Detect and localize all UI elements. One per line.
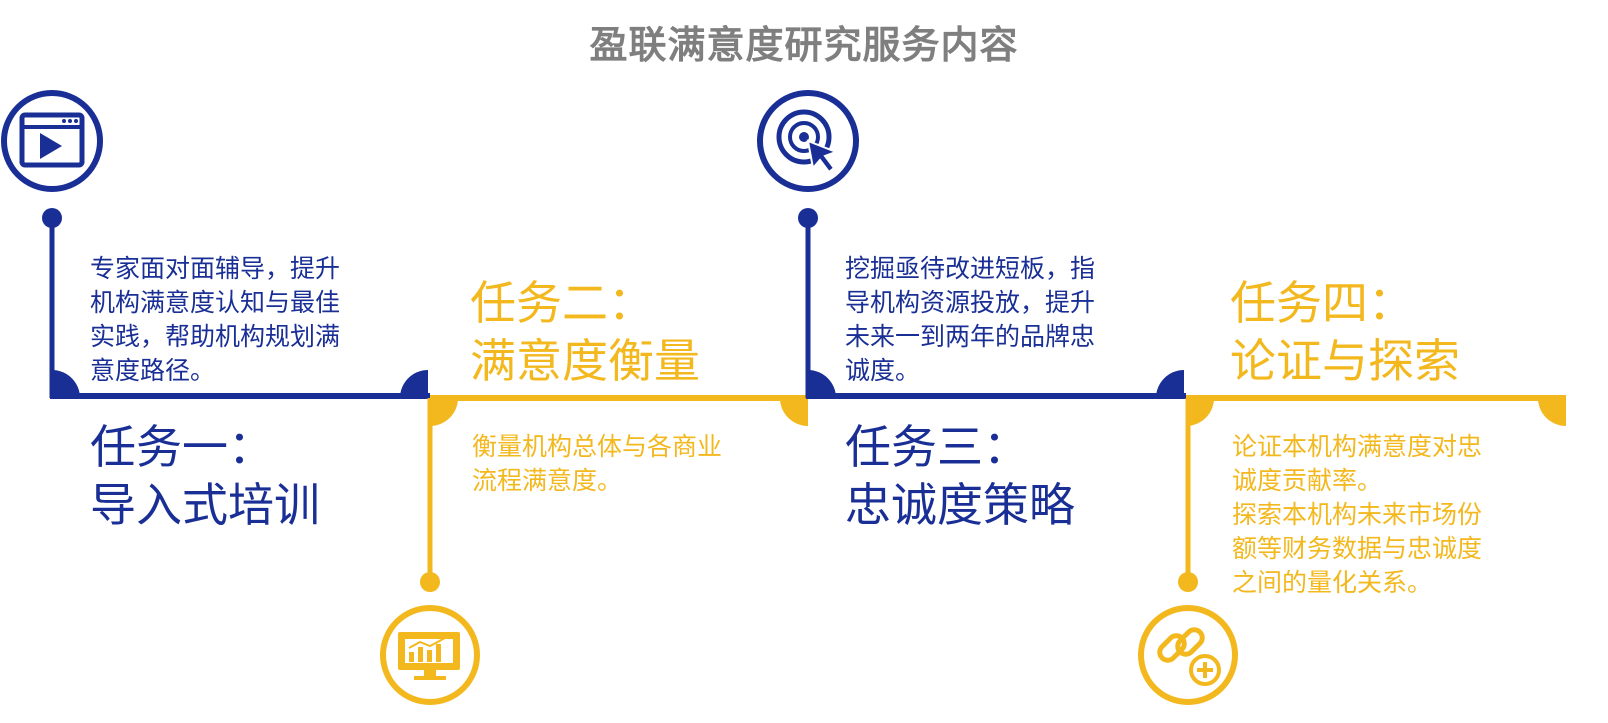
task-2-corner-left bbox=[430, 398, 458, 426]
task-1-desc-line: 机构满意度认知与最佳 bbox=[90, 288, 341, 317]
task-4-desc-line: 探索本机构未来市场份 bbox=[1232, 500, 1483, 529]
task-2-node bbox=[420, 572, 440, 592]
task-4-desc-line: 论证本机构满意度对忠 bbox=[1232, 432, 1483, 461]
task-2-frame bbox=[380, 395, 808, 705]
task-4-desc-line: 诚度贡献率。 bbox=[1232, 466, 1383, 495]
task-3-desc-line: 诚度。 bbox=[845, 356, 921, 385]
target-cursor-icon bbox=[757, 90, 859, 192]
task-4-title: 任务四： 论证与探索 bbox=[1230, 274, 1460, 390]
task-3-desc-line: 未来一到两年的品牌忠 bbox=[845, 322, 1096, 351]
task-2-description: 衡量机构总体与各商业 流程满意度。 bbox=[472, 430, 722, 498]
task-2-corner-right bbox=[780, 398, 808, 426]
task-4-corner-right bbox=[1538, 398, 1566, 426]
task-4-title-line1: 任务四： bbox=[1230, 276, 1414, 330]
task-3-title-line2: 忠诚度策略 bbox=[845, 478, 1075, 532]
task-4-frame bbox=[1138, 395, 1566, 705]
task-3-node bbox=[798, 208, 818, 228]
task-1-title-line1: 任务一： bbox=[90, 420, 274, 474]
task-1-node bbox=[42, 208, 62, 228]
task-3-frame bbox=[757, 90, 1186, 399]
task-1-frame bbox=[1, 90, 430, 399]
task-2-title-line1: 任务二： bbox=[470, 276, 654, 330]
task-3-desc-line: 挖掘亟待改进短板，指 bbox=[845, 254, 1096, 283]
task-2-title-line2: 满意度衡量 bbox=[470, 334, 700, 388]
task-1-corner-left bbox=[52, 370, 80, 398]
task-4-title-line2: 论证与探索 bbox=[1230, 334, 1460, 388]
video-player-icon bbox=[1, 90, 103, 192]
task-4-desc-line: 额等财务数据与忠诚度 bbox=[1232, 534, 1483, 563]
task-1-title-line2: 导入式培训 bbox=[90, 478, 320, 532]
task-3-desc-line: 导机构资源投放，提升 bbox=[845, 288, 1096, 317]
task-3-description: 挖掘亟待改进短板，指 导机构资源投放，提升 未来一到两年的品牌忠 诚度。 bbox=[845, 252, 1095, 388]
task-1-description: 专家面对面辅导，提升 机构满意度认知与最佳 实践，帮助机构规划满 意度路径。 bbox=[90, 252, 340, 388]
page-title: 盈联满意度研究服务内容 bbox=[589, 23, 1019, 67]
task-2-desc-line: 流程满意度。 bbox=[472, 466, 623, 495]
task-4-corner-left bbox=[1186, 398, 1214, 426]
task-4-desc-line: 之间的量化关系。 bbox=[1232, 568, 1433, 597]
task-1-corner-right bbox=[400, 370, 428, 398]
task-4-node bbox=[1178, 572, 1198, 592]
task-4-description: 论证本机构满意度对忠 诚度贡献率。 探索本机构未来市场份 额等财务数据与忠诚度 … bbox=[1232, 430, 1482, 600]
task-1-desc-line: 专家面对面辅导，提升 bbox=[90, 254, 341, 283]
task-3-corner-left bbox=[808, 370, 836, 398]
task-3-corner-right bbox=[1156, 370, 1184, 398]
task-1-title: 任务一： 导入式培训 bbox=[90, 418, 320, 534]
chart-monitor-icon bbox=[380, 605, 480, 705]
link-add-icon bbox=[1138, 605, 1238, 705]
task-1-desc-line: 实践，帮助机构规划满 bbox=[90, 322, 341, 351]
task-3-title-line1: 任务三： bbox=[845, 420, 1029, 474]
task-2-desc-line: 衡量机构总体与各商业 bbox=[472, 432, 723, 461]
task-2-title: 任务二： 满意度衡量 bbox=[470, 274, 700, 390]
task-3-title: 任务三： 忠诚度策略 bbox=[845, 418, 1075, 534]
task-1-desc-line: 意度路径。 bbox=[90, 356, 216, 385]
